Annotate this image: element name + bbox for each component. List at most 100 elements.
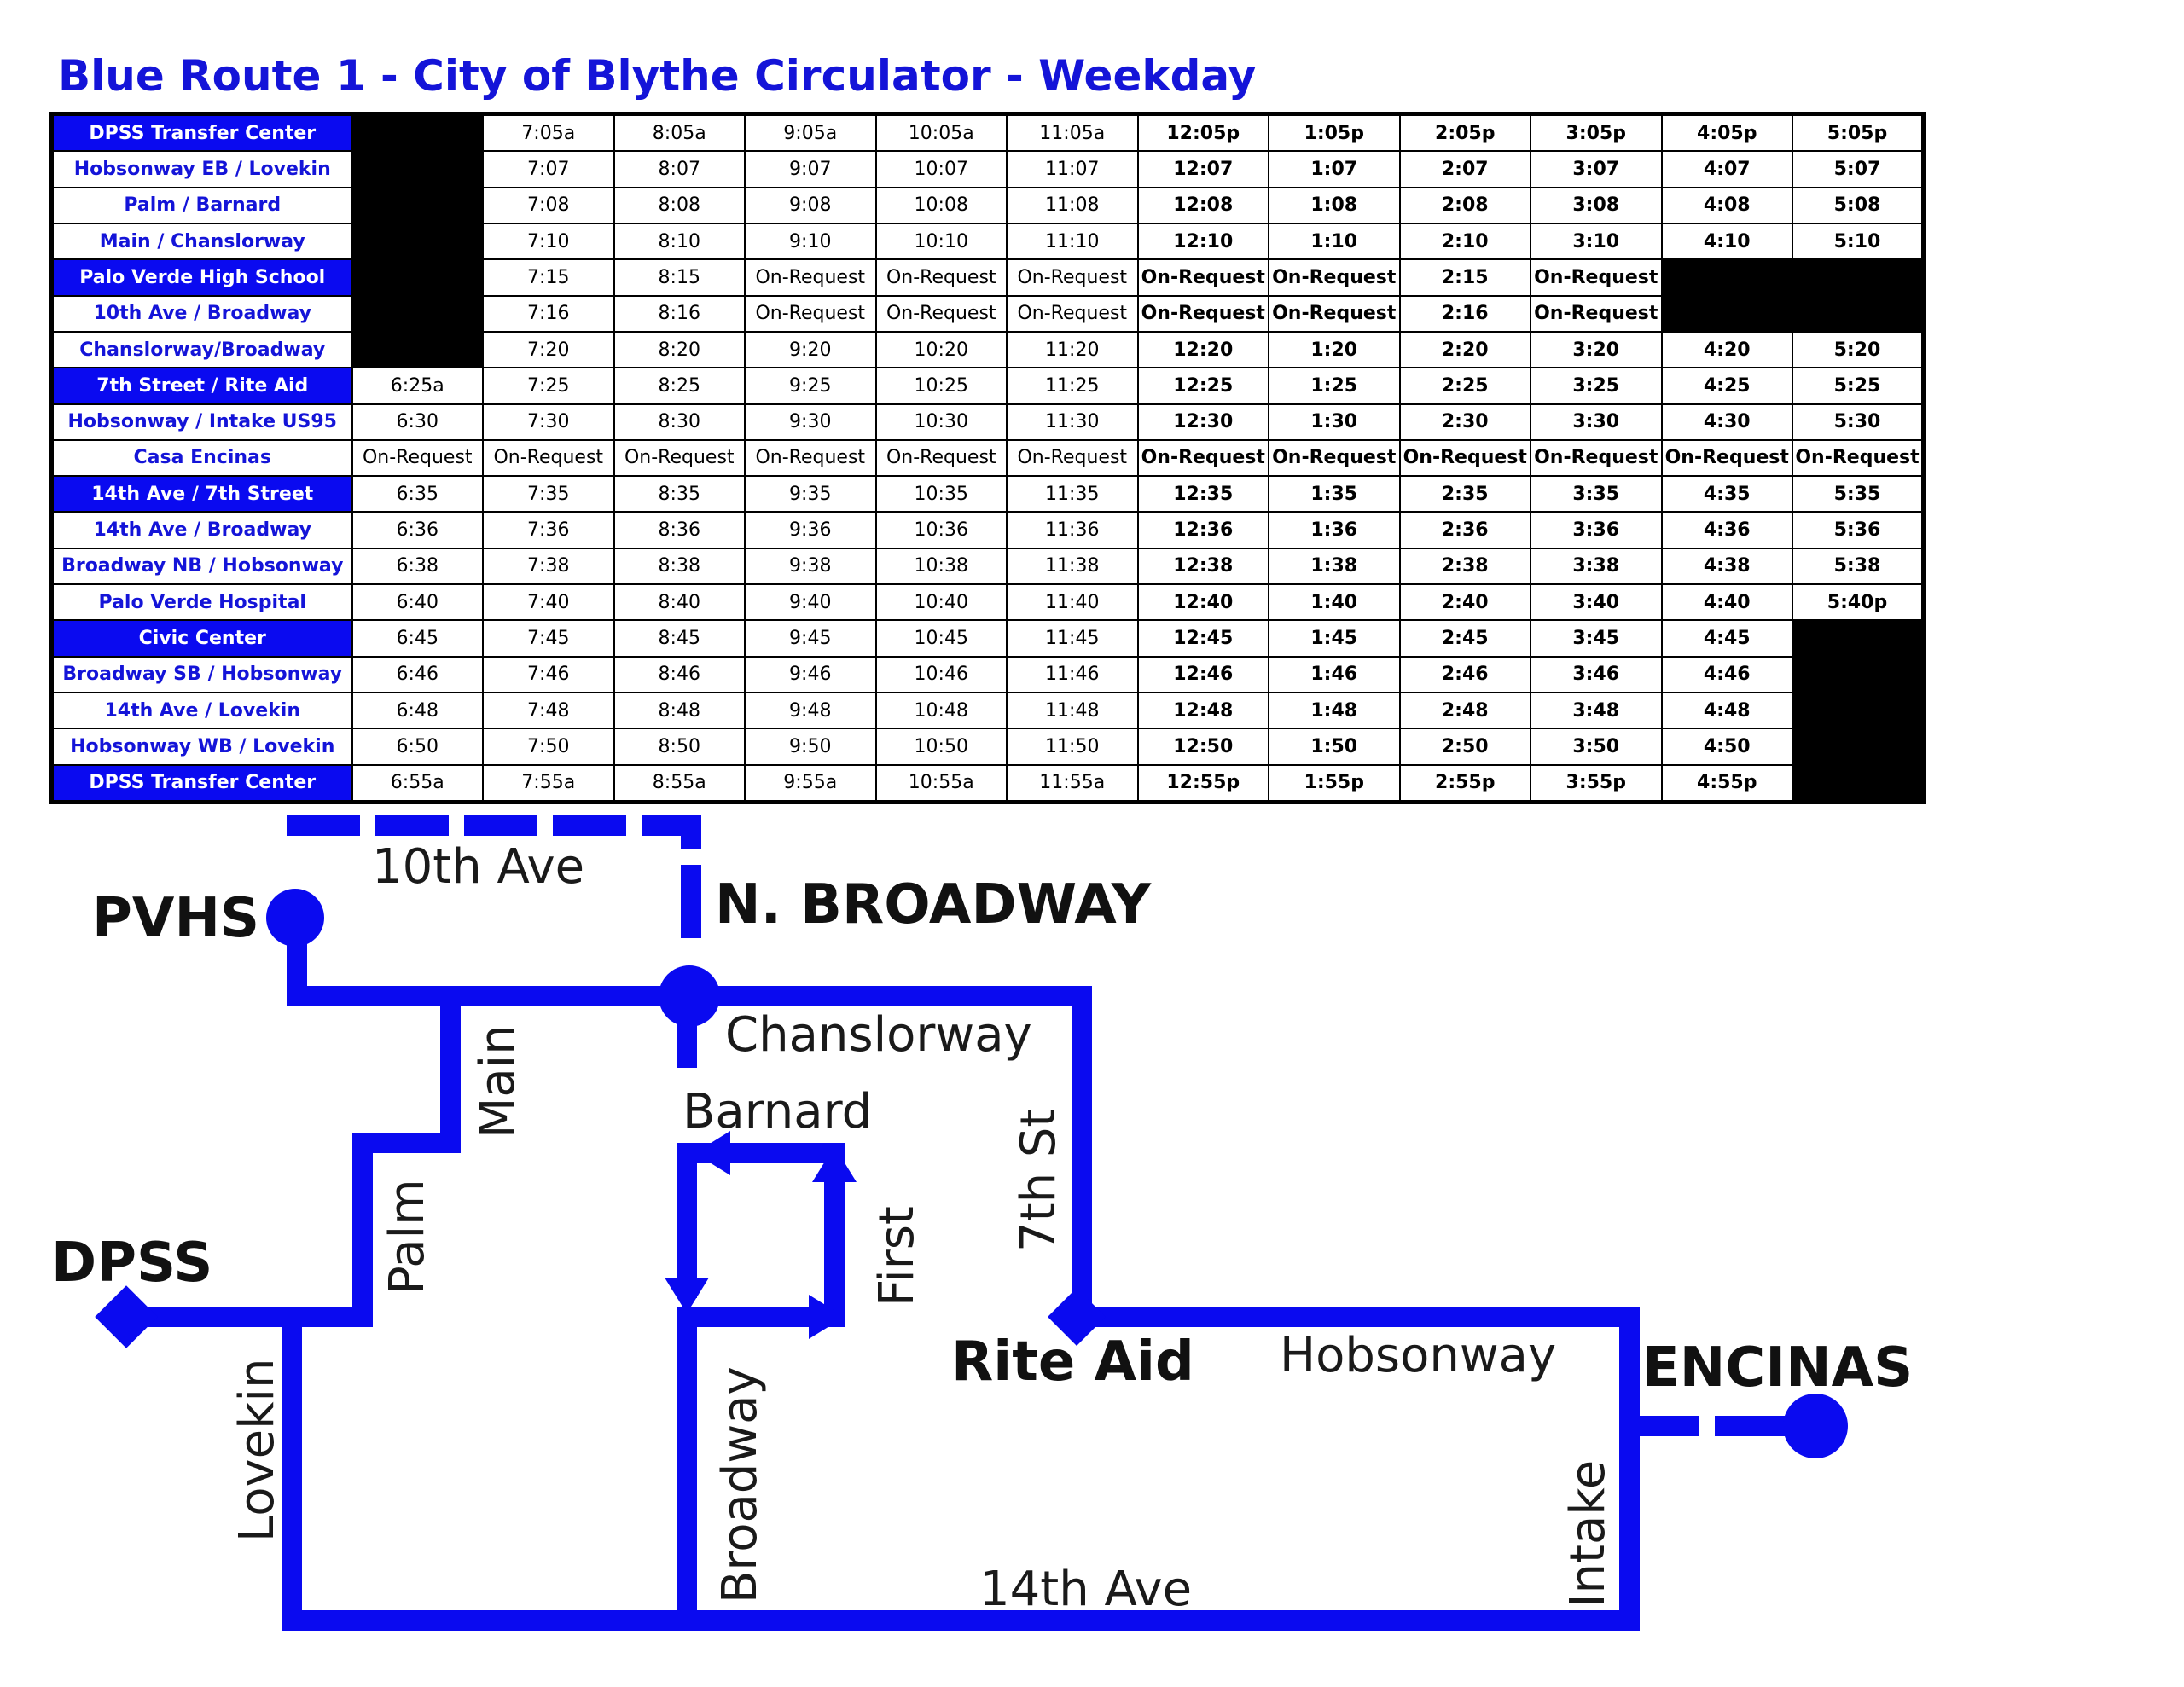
- time-cell: 4:40: [1660, 583, 1793, 622]
- time-cell: On-Request: [744, 294, 877, 333]
- time-cell: 8:05a: [613, 113, 746, 153]
- time-cell: On-Request: [1136, 258, 1269, 297]
- time-cell: 10:40: [874, 583, 1008, 622]
- street-hobsonway: Hobsonway: [1280, 1328, 1556, 1383]
- stop-name: 14th Ave / Lovekin: [50, 691, 353, 730]
- time-cell: 7:05a: [482, 113, 615, 153]
- stop-name: Chanslorway/Broadway: [50, 330, 353, 369]
- time-cell: 9:38: [744, 547, 877, 586]
- stop-name: Palo Verde High School: [50, 258, 353, 297]
- time-cell: On-Request: [1530, 438, 1663, 478]
- no-service-cell: [1792, 691, 1925, 730]
- time-cell: 8:07: [613, 150, 746, 188]
- time-cell: 2:50: [1398, 728, 1531, 766]
- time-cell: 1:25: [1268, 367, 1401, 405]
- time-cell: 3:48: [1530, 691, 1663, 730]
- time-cell: 3:25: [1530, 367, 1663, 405]
- street-palm: Palm: [380, 1179, 435, 1295]
- time-cell: 11:30: [1006, 403, 1139, 441]
- time-cell: 9:48: [744, 691, 877, 730]
- time-cell: On-Request: [351, 438, 484, 478]
- time-cell: 2:55p: [1398, 763, 1531, 803]
- time-cell: 5:30: [1792, 403, 1925, 441]
- time-cell: 9:45: [744, 619, 877, 658]
- time-cell: 2:36: [1398, 511, 1531, 549]
- time-cell: 7:50: [482, 728, 615, 766]
- street-broadway: Broadway: [712, 1366, 768, 1603]
- time-cell: On-Request: [1136, 438, 1269, 478]
- no-service-cell: [1792, 763, 1925, 803]
- street-main: Main: [470, 1024, 526, 1139]
- no-service-cell: [351, 150, 484, 188]
- time-cell: 12:08: [1136, 186, 1269, 224]
- time-cell: 9:30: [744, 403, 877, 441]
- route-hobsonway-east-intake: [282, 1307, 1640, 1631]
- n-broadway-stop-marker: [659, 965, 720, 1027]
- time-cell: 8:45: [613, 619, 746, 658]
- stop-name: Hobsonway EB / Lovekin: [50, 150, 353, 188]
- time-cell: 11:38: [1006, 547, 1139, 586]
- time-cell: 6:46: [351, 655, 484, 694]
- time-cell: 5:05p: [1792, 113, 1925, 153]
- time-cell: 12:36: [1136, 511, 1269, 549]
- time-cell: 5:08: [1792, 186, 1925, 224]
- route-chanslorway-seventh: [677, 986, 1092, 1320]
- time-cell: 7:40: [482, 583, 615, 622]
- time-cell: On-Request: [1268, 258, 1401, 297]
- time-cell: 2:48: [1398, 691, 1531, 730]
- time-cell: 10:38: [874, 547, 1008, 586]
- time-cell: 3:30: [1530, 403, 1663, 441]
- no-service-cell: [351, 294, 484, 333]
- street-lovekin: Lovekin: [229, 1358, 285, 1542]
- stop-name: 14th Ave / 7th Street: [50, 475, 353, 513]
- time-cell: 3:40: [1530, 583, 1663, 622]
- time-cell: 6:35: [351, 475, 484, 513]
- time-cell: 3:10: [1530, 222, 1663, 261]
- time-cell: 8:40: [613, 583, 746, 622]
- time-cell: On-Request: [1268, 294, 1401, 333]
- time-cell: 5:20: [1792, 330, 1925, 369]
- time-cell: 7:16: [482, 294, 615, 333]
- time-cell: 11:50: [1006, 728, 1139, 766]
- time-cell: 11:45: [1006, 619, 1139, 658]
- stop-name: 14th Ave / Broadway: [50, 511, 353, 549]
- time-cell: 1:55p: [1268, 763, 1401, 803]
- dpss-label: DPSS: [51, 1232, 212, 1295]
- street-chanslorway: Chanslorway: [725, 1007, 1032, 1063]
- time-cell: 9:08: [744, 186, 877, 224]
- time-cell: 7:10: [482, 222, 615, 261]
- time-cell: 3:46: [1530, 655, 1663, 694]
- time-cell: 1:36: [1268, 511, 1401, 549]
- time-cell: 10:05a: [874, 113, 1008, 153]
- time-cell: 11:08: [1006, 186, 1139, 224]
- time-cell: 1:48: [1268, 691, 1401, 730]
- stop-name: DPSS Transfer Center: [50, 113, 353, 153]
- time-cell: 1:38: [1268, 547, 1401, 586]
- time-cell: 10:25: [874, 367, 1008, 405]
- time-cell: 1:30: [1268, 403, 1401, 441]
- street-labels: 10th Ave Chanslorway Barnard Hobsonway 1…: [229, 839, 1616, 1617]
- time-cell: On-Request: [613, 438, 746, 478]
- time-cell: 12:48: [1136, 691, 1269, 730]
- time-cell: 2:35: [1398, 475, 1531, 513]
- place-labels: PVHS N. BROADWAY DPSS Rite Aid ENCINAS: [51, 873, 1913, 1400]
- time-cell: 7:46: [482, 655, 615, 694]
- time-cell: 8:36: [613, 511, 746, 549]
- time-cell: 3:45: [1530, 619, 1663, 658]
- time-cell: 2:30: [1398, 403, 1531, 441]
- time-cell: 6:40: [351, 583, 484, 622]
- time-cell: 6:45: [351, 619, 484, 658]
- time-cell: 12:25: [1136, 367, 1269, 405]
- stop-name: Main / Chanslorway: [50, 222, 353, 261]
- time-cell: 9:55a: [744, 763, 877, 803]
- time-cell: 8:15: [613, 258, 746, 297]
- time-cell: 8:30: [613, 403, 746, 441]
- time-cell: 3:07: [1530, 150, 1663, 188]
- page-title: Blue Route 1 - City of Blythe Circulator…: [58, 51, 1257, 101]
- time-cell: 1:07: [1268, 150, 1401, 188]
